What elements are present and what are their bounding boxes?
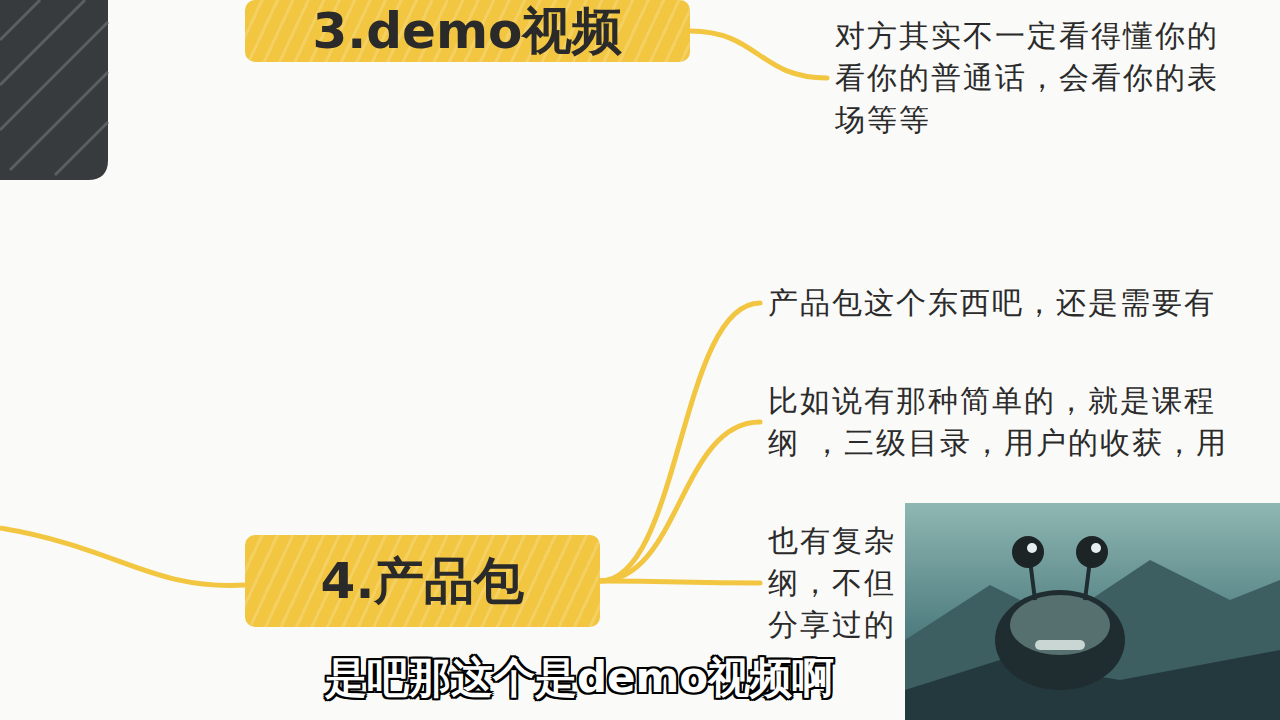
topic-note: 产品包这个东西吧，还是需要有 — [768, 282, 1238, 324]
topic-note: 对方其实不一定看得懂你的 看你的普通话，会看你的表 场等等 — [835, 15, 1275, 141]
dark-panel — [0, 0, 108, 180]
topic-box: 3.demo视频 — [245, 0, 690, 62]
branch-connector — [690, 31, 827, 78]
topic-text: 也有复杂 纲，不但 分享过的 — [768, 520, 908, 646]
branch-connector — [600, 303, 760, 581]
branch-connector — [600, 581, 760, 583]
topic-note: 比如说有那种简单的，就是课程 纲 ，三级目录，用户的收获，用 — [768, 380, 1238, 464]
branch-connector — [600, 422, 760, 581]
topic-text: 比如说有那种简单的，就是课程 纲 ，三级目录，用户的收获，用 — [768, 380, 1238, 464]
topic-text: 3.demo视频 — [313, 0, 623, 65]
topic-text: 对方其实不一定看得懂你的 看你的普通话，会看你的表 场等等 — [835, 15, 1275, 141]
topic-note: 也有复杂 纲，不但 分享过的 — [768, 520, 908, 646]
topic-text: 产品包这个东西吧，还是需要有 — [768, 282, 1238, 324]
topic-box: 4.产品包 — [245, 535, 600, 627]
video-thumbnail — [905, 503, 1280, 720]
topic-text: 4.产品包 — [321, 548, 525, 615]
subtitle: 是吧那这个是demo视频啊 — [325, 650, 834, 706]
branch-line — [0, 528, 245, 585]
